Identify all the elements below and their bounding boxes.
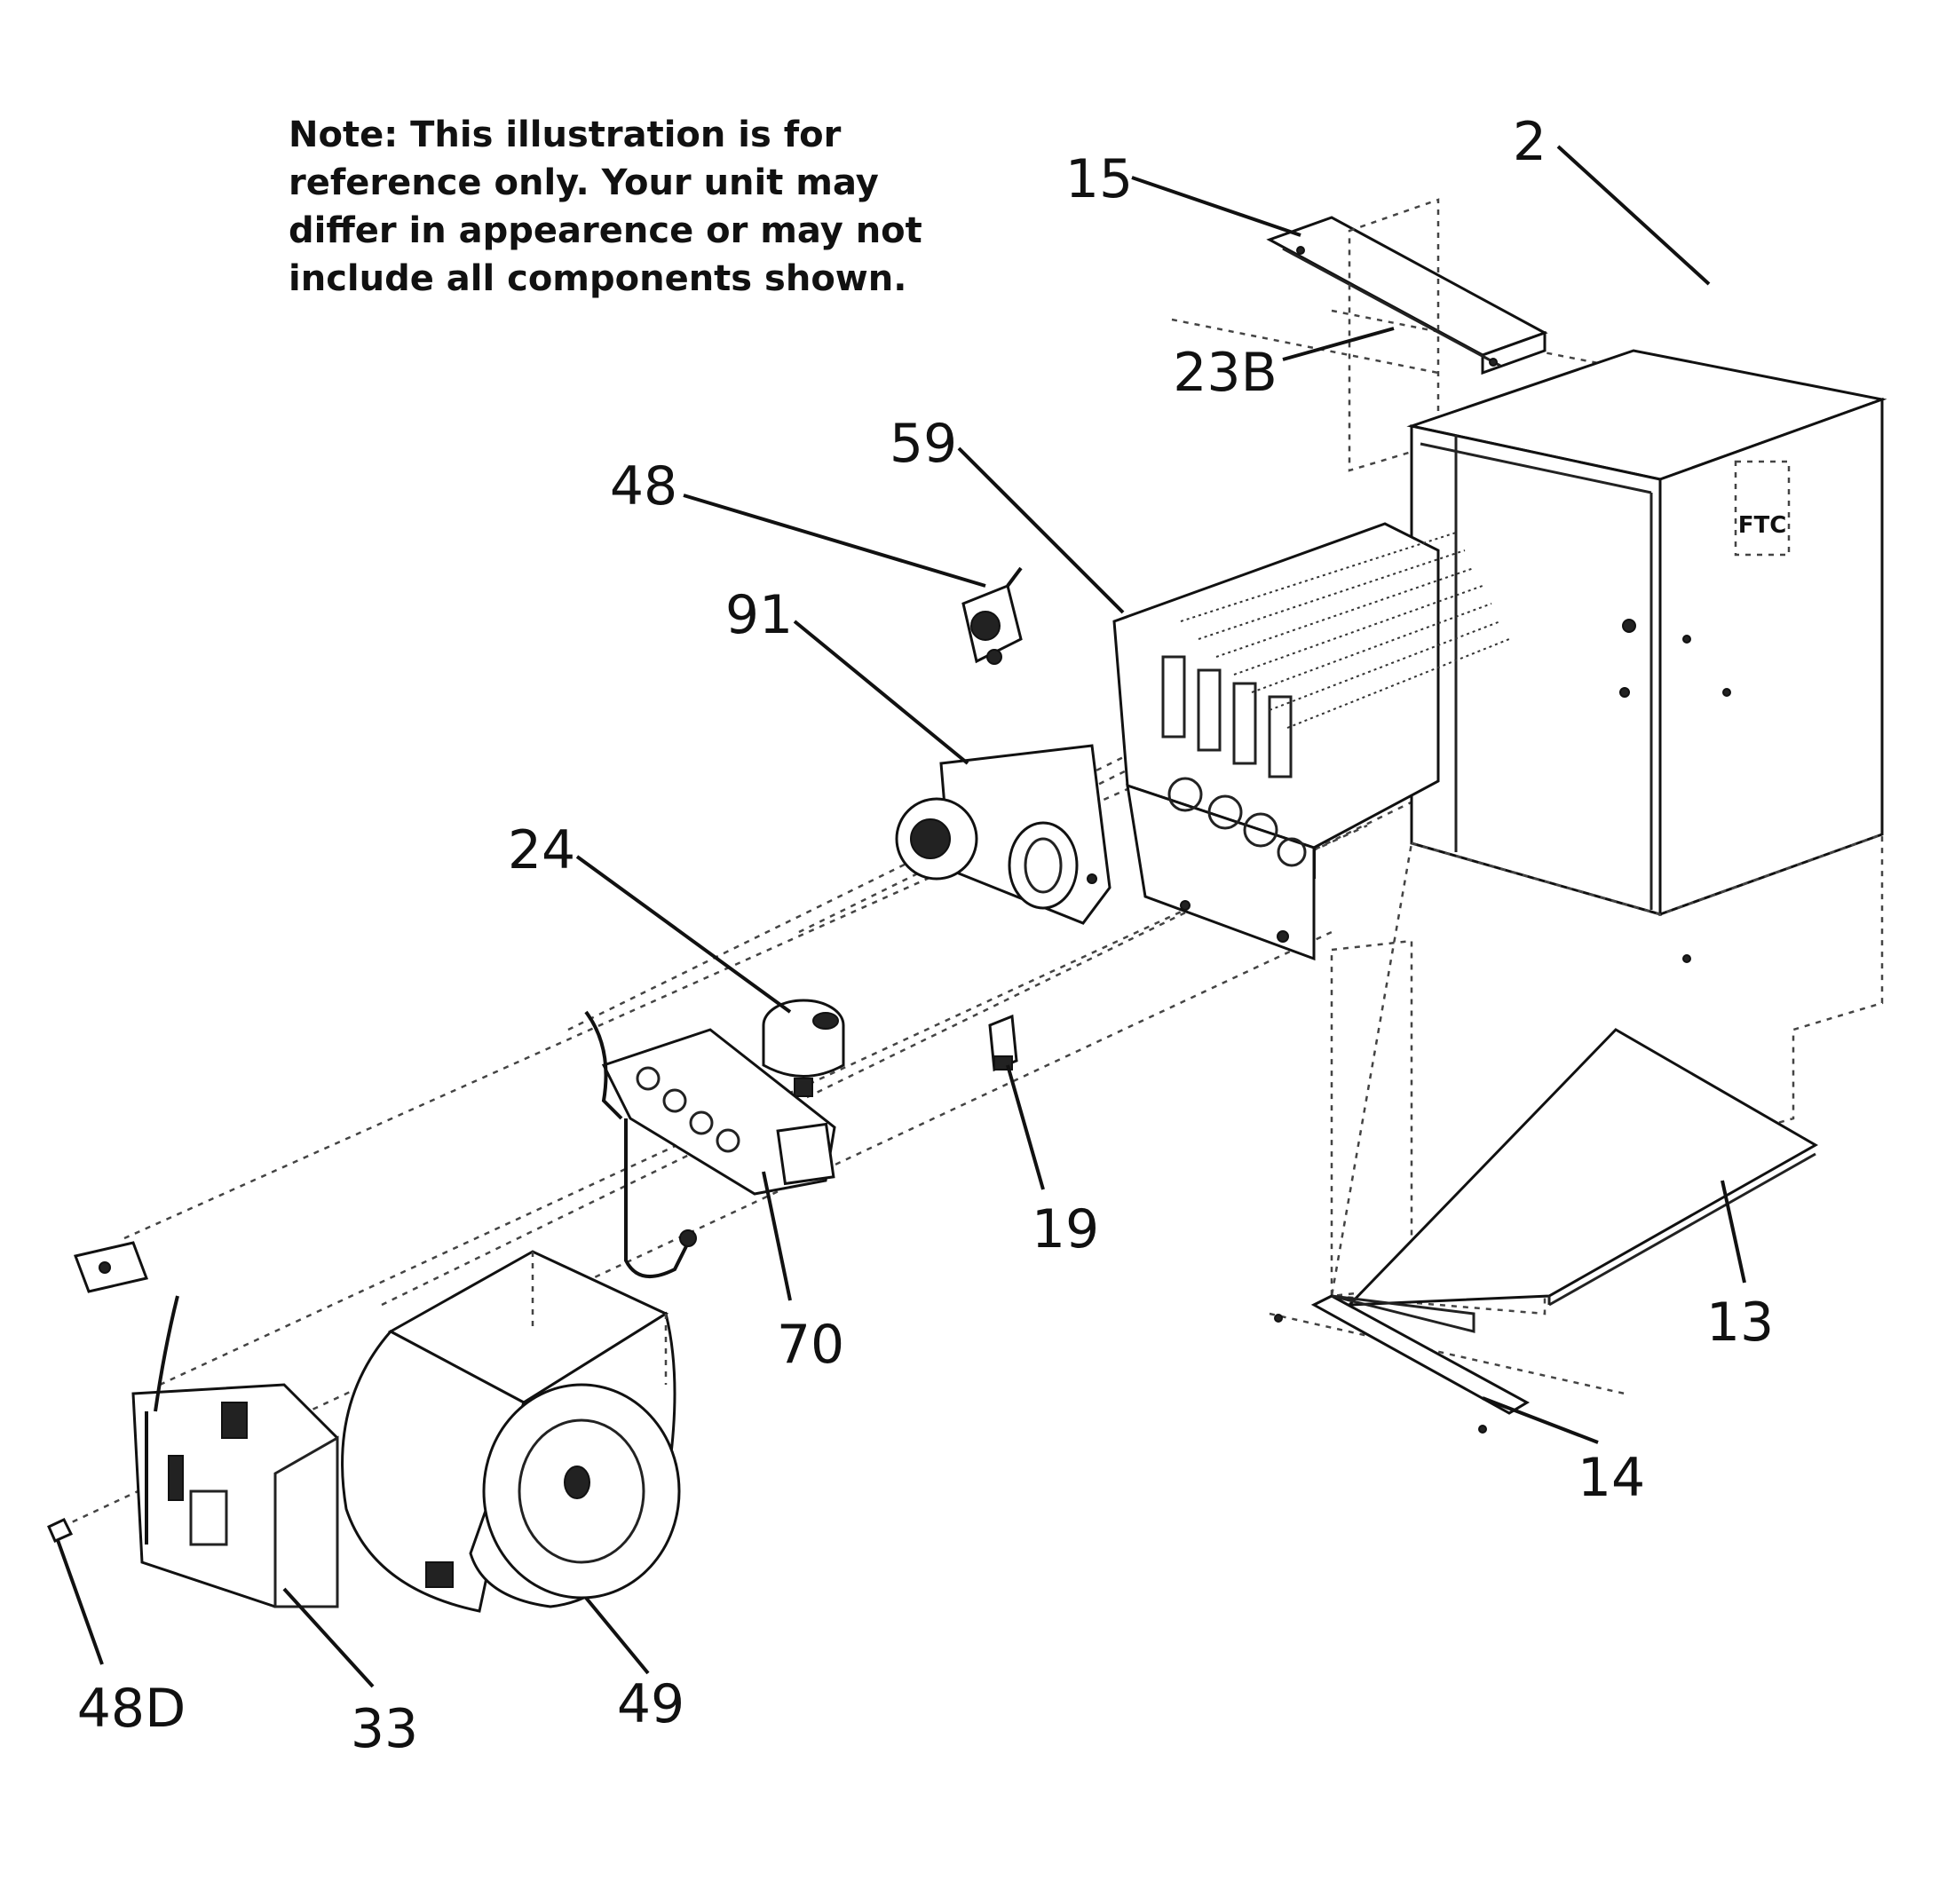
callout-24: 24 xyxy=(508,819,575,881)
callout-23b: 23B xyxy=(1173,342,1278,404)
part-70-gas-valve-manifold xyxy=(584,1010,836,1278)
leader-lines xyxy=(56,145,1746,1688)
callout-labels: 15 2 23B 59 48 91 24 19 70 13 14 33 49 4… xyxy=(77,111,1774,1760)
part-59-heat-exchanger xyxy=(1112,522,1510,961)
part-19-limit-switch xyxy=(988,1014,1018,1072)
part-48-switch xyxy=(961,566,1023,665)
callout-49: 49 xyxy=(617,1673,684,1735)
callout-33: 33 xyxy=(351,1698,418,1760)
part-91-inducer-motor xyxy=(895,744,1111,925)
callout-48d: 48D xyxy=(77,1678,186,1740)
ftc-marking: FTC xyxy=(1738,512,1787,539)
callout-70: 70 xyxy=(777,1314,844,1376)
callout-91: 91 xyxy=(725,584,793,646)
part-48d-fuse xyxy=(47,1518,74,1543)
reference-note: Note: This illustration is for reference… xyxy=(289,115,922,299)
part-13-bottom-panel xyxy=(1346,1028,1819,1307)
callout-59: 59 xyxy=(890,413,957,475)
part-49-blower xyxy=(341,1250,681,1613)
callout-13: 13 xyxy=(1706,1292,1774,1354)
callout-15: 15 xyxy=(1065,148,1133,210)
part-15-top-bracket xyxy=(1266,216,1548,375)
part-24-pressure-switch xyxy=(762,999,845,1097)
callout-2: 2 xyxy=(1513,111,1547,173)
part-2-cabinet: FTC xyxy=(1330,349,1887,1315)
callout-19: 19 xyxy=(1032,1198,1099,1260)
part-14-bottom-rail xyxy=(1274,1294,1531,1434)
callout-48: 48 xyxy=(610,455,677,517)
callout-14: 14 xyxy=(1578,1447,1645,1509)
part-33-control-box xyxy=(73,1241,339,1608)
